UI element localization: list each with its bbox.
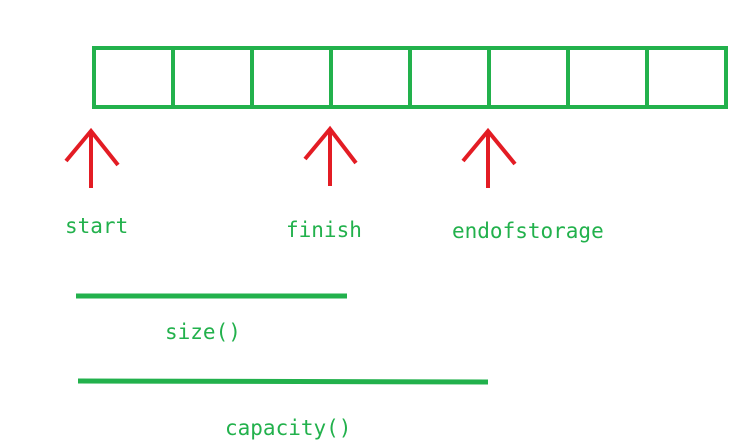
start-pointer-arrow [64, 127, 120, 188]
finish-pointer-arrow [303, 125, 358, 186]
array-cells [92, 46, 728, 109]
capacity-label: capacity() [225, 416, 352, 440]
start-label: start [65, 214, 129, 238]
size-label: size() [165, 320, 241, 344]
endofstorage-label: endofstorage [452, 219, 604, 243]
capacity-bar [77, 378, 489, 385]
finish-label: finish [286, 218, 362, 242]
endofstorage-pointer-arrow [461, 127, 517, 188]
